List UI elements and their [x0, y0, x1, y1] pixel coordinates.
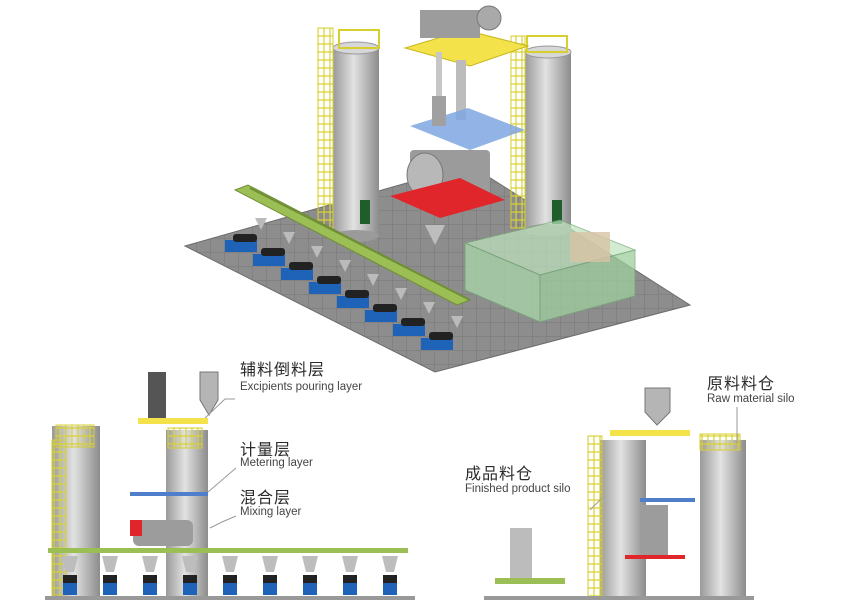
side-feeder-unit: [142, 556, 158, 595]
top-conveyor: [233, 184, 472, 306]
side-feeder-unit: [182, 556, 198, 595]
right-silo: [510, 35, 572, 236]
side-feeder-unit: [222, 556, 238, 595]
raw-silo-title: 原料料仓: [707, 374, 776, 393]
top-plant: [183, 5, 692, 373]
excipients-title: 辅料倒料层: [240, 360, 326, 379]
raw-silo-subtitle: Raw material silo: [707, 393, 795, 405]
feeder-unit: [281, 246, 323, 280]
mixing-subtitle: Mixing layer: [240, 506, 302, 518]
finished-silo-subtitle: Finished product silo: [465, 483, 571, 495]
side-feeder-unit: [302, 556, 318, 595]
feeder-row: [225, 218, 463, 350]
feeder-unit: [365, 288, 407, 322]
finished-silo-title: 成品料仓: [465, 464, 534, 483]
feeder-unit: [225, 218, 267, 252]
feeder-unit: [421, 316, 463, 350]
metering-deck-side: [130, 492, 208, 496]
feeder-unit: [253, 232, 295, 266]
side-feeder-unit: [62, 556, 78, 595]
side-feeder-unit: [342, 556, 358, 595]
excipients-subtitle: Excipients pouring layer: [240, 381, 363, 393]
metering-title: 计量层: [240, 440, 292, 459]
feeder-unit: [337, 274, 379, 308]
bottom-left-plant: [45, 371, 415, 600]
left-silo: [317, 27, 380, 242]
mixing-deck-top: [390, 178, 505, 218]
side-feeder-unit: [262, 556, 278, 595]
leader-lines: [204, 398, 738, 529]
side-feeder-unit: [382, 556, 398, 595]
central-tower: [390, 5, 530, 245]
pouring-deck-side: [138, 418, 208, 424]
feeder-unit: [393, 302, 435, 336]
side-feeder-row: [62, 556, 398, 595]
side-feeder-unit: [102, 556, 118, 595]
metering-subtitle: Metering layer: [240, 457, 313, 469]
metering-deck-top: [410, 108, 525, 150]
mixing-title: 混合层: [240, 488, 292, 507]
side-conveyor: [48, 548, 408, 553]
enclosure: [463, 219, 637, 323]
bottom-right-plant: [484, 387, 754, 600]
feeder-unit: [309, 260, 351, 294]
